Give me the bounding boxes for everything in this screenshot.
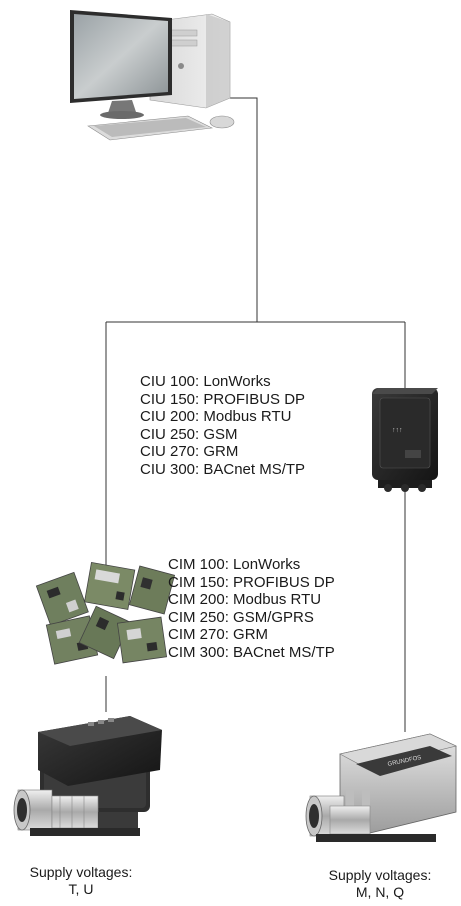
cim-module-item: CIM 300: BACnet MS/TP <box>168 643 335 661</box>
connection-lines <box>105 97 406 732</box>
computer-to-bus-line <box>228 97 258 322</box>
svg-text:↑↑↑: ↑↑↑ <box>392 427 403 434</box>
ciu-module-item: CIU 100: LonWorks <box>140 373 271 390</box>
cim-module-list: CIM 100: LonWorks CIM 150: PROFIBUS DP C… <box>168 556 335 662</box>
supply-voltages-left-value: T, U <box>68 881 94 897</box>
cim-module-item: CIM 250: GSM/GPRS <box>168 608 314 626</box>
ciu-interface-unit-icon: ↑↑↑ <box>372 388 438 492</box>
ciu-module-item: CIU 300: BACnet MS/TP <box>140 460 306 478</box>
cim-module-item: CIM 150: PROFIBUS DP <box>168 573 335 591</box>
ciu-module-item: CIU 150: PROFIBUS DP <box>140 390 306 408</box>
desktop-computer-icon <box>70 10 235 141</box>
pump-left-icon <box>13 716 162 836</box>
cim-module-item: CIM 200: Modbus RTU <box>168 591 322 609</box>
ciu-module-list: CIU 100: LonWorks CIU 150: PROFIBUS DP C… <box>140 373 305 479</box>
supply-voltages-right-title: Supply voltages: <box>328 867 432 883</box>
cim-module-cards-icon <box>35 561 176 665</box>
supply-voltages-left-title: Supply voltages: <box>29 864 133 880</box>
ciu-module-item: CIU 200: Modbus RTU <box>140 408 292 426</box>
supply-voltages-right-value: M, N, Q <box>355 884 405 900</box>
ciu-module-item: CIU 270: GRM <box>140 443 239 461</box>
supply-voltages-right: Supply voltages: M, N, Q <box>300 867 460 901</box>
pump-right-icon: GRUNDFOS <box>305 733 457 842</box>
ciu-module-item: CIU 250: GSM <box>140 425 238 443</box>
supply-voltages-left: Supply voltages: T, U <box>0 864 162 898</box>
cim-module-item: CIM 270: GRM <box>168 626 269 644</box>
cim-module-item: CIM 100: LonWorks <box>168 556 301 573</box>
